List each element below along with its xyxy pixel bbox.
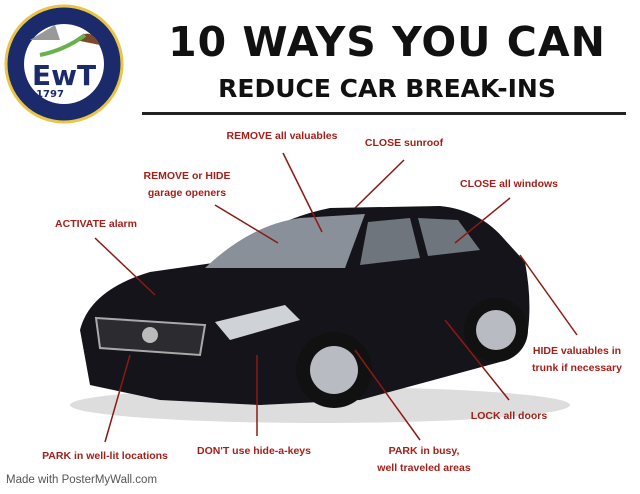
- tip-activate-alarm: ACTIVATE alarm: [55, 218, 137, 230]
- tip-no-hide-a-keys: DON'T use hide-a-keys: [197, 445, 311, 457]
- pointer-line: [94, 237, 156, 296]
- township-seal-logo: EwT 1797: [4, 4, 124, 124]
- tip-close-sunroof: CLOSE sunroof: [364, 137, 444, 149]
- tip-park-busy-areas: PARK in busy,well traveled areas: [377, 445, 471, 474]
- tip-remove-valuables: REMOVE all valuables: [226, 130, 338, 142]
- title-line-1: 10 WAYS YOU CAN: [168, 18, 606, 66]
- pointer-line: [444, 319, 510, 401]
- title-line-2: REDUCE CAR BREAK-INS: [218, 74, 556, 103]
- title-divider: [142, 112, 626, 115]
- pointer-line: [104, 354, 131, 443]
- pointer-line: [214, 204, 279, 244]
- svg-text:1797: 1797: [36, 89, 64, 100]
- pointer-line: [454, 197, 511, 244]
- pointer-line: [282, 152, 323, 233]
- tip-close-windows: CLOSE all windows: [459, 178, 559, 190]
- pointer-line: [354, 159, 405, 209]
- svg-text:EwT: EwT: [32, 59, 96, 92]
- pointer-line: [519, 254, 578, 336]
- credit-text: Made with PosterMyWall.com: [6, 474, 158, 486]
- pointer-line: [354, 349, 421, 441]
- tip-park-well-lit: PARK in well-lit locations: [42, 450, 168, 462]
- tip-lock-doors: LOCK all doors: [470, 410, 548, 422]
